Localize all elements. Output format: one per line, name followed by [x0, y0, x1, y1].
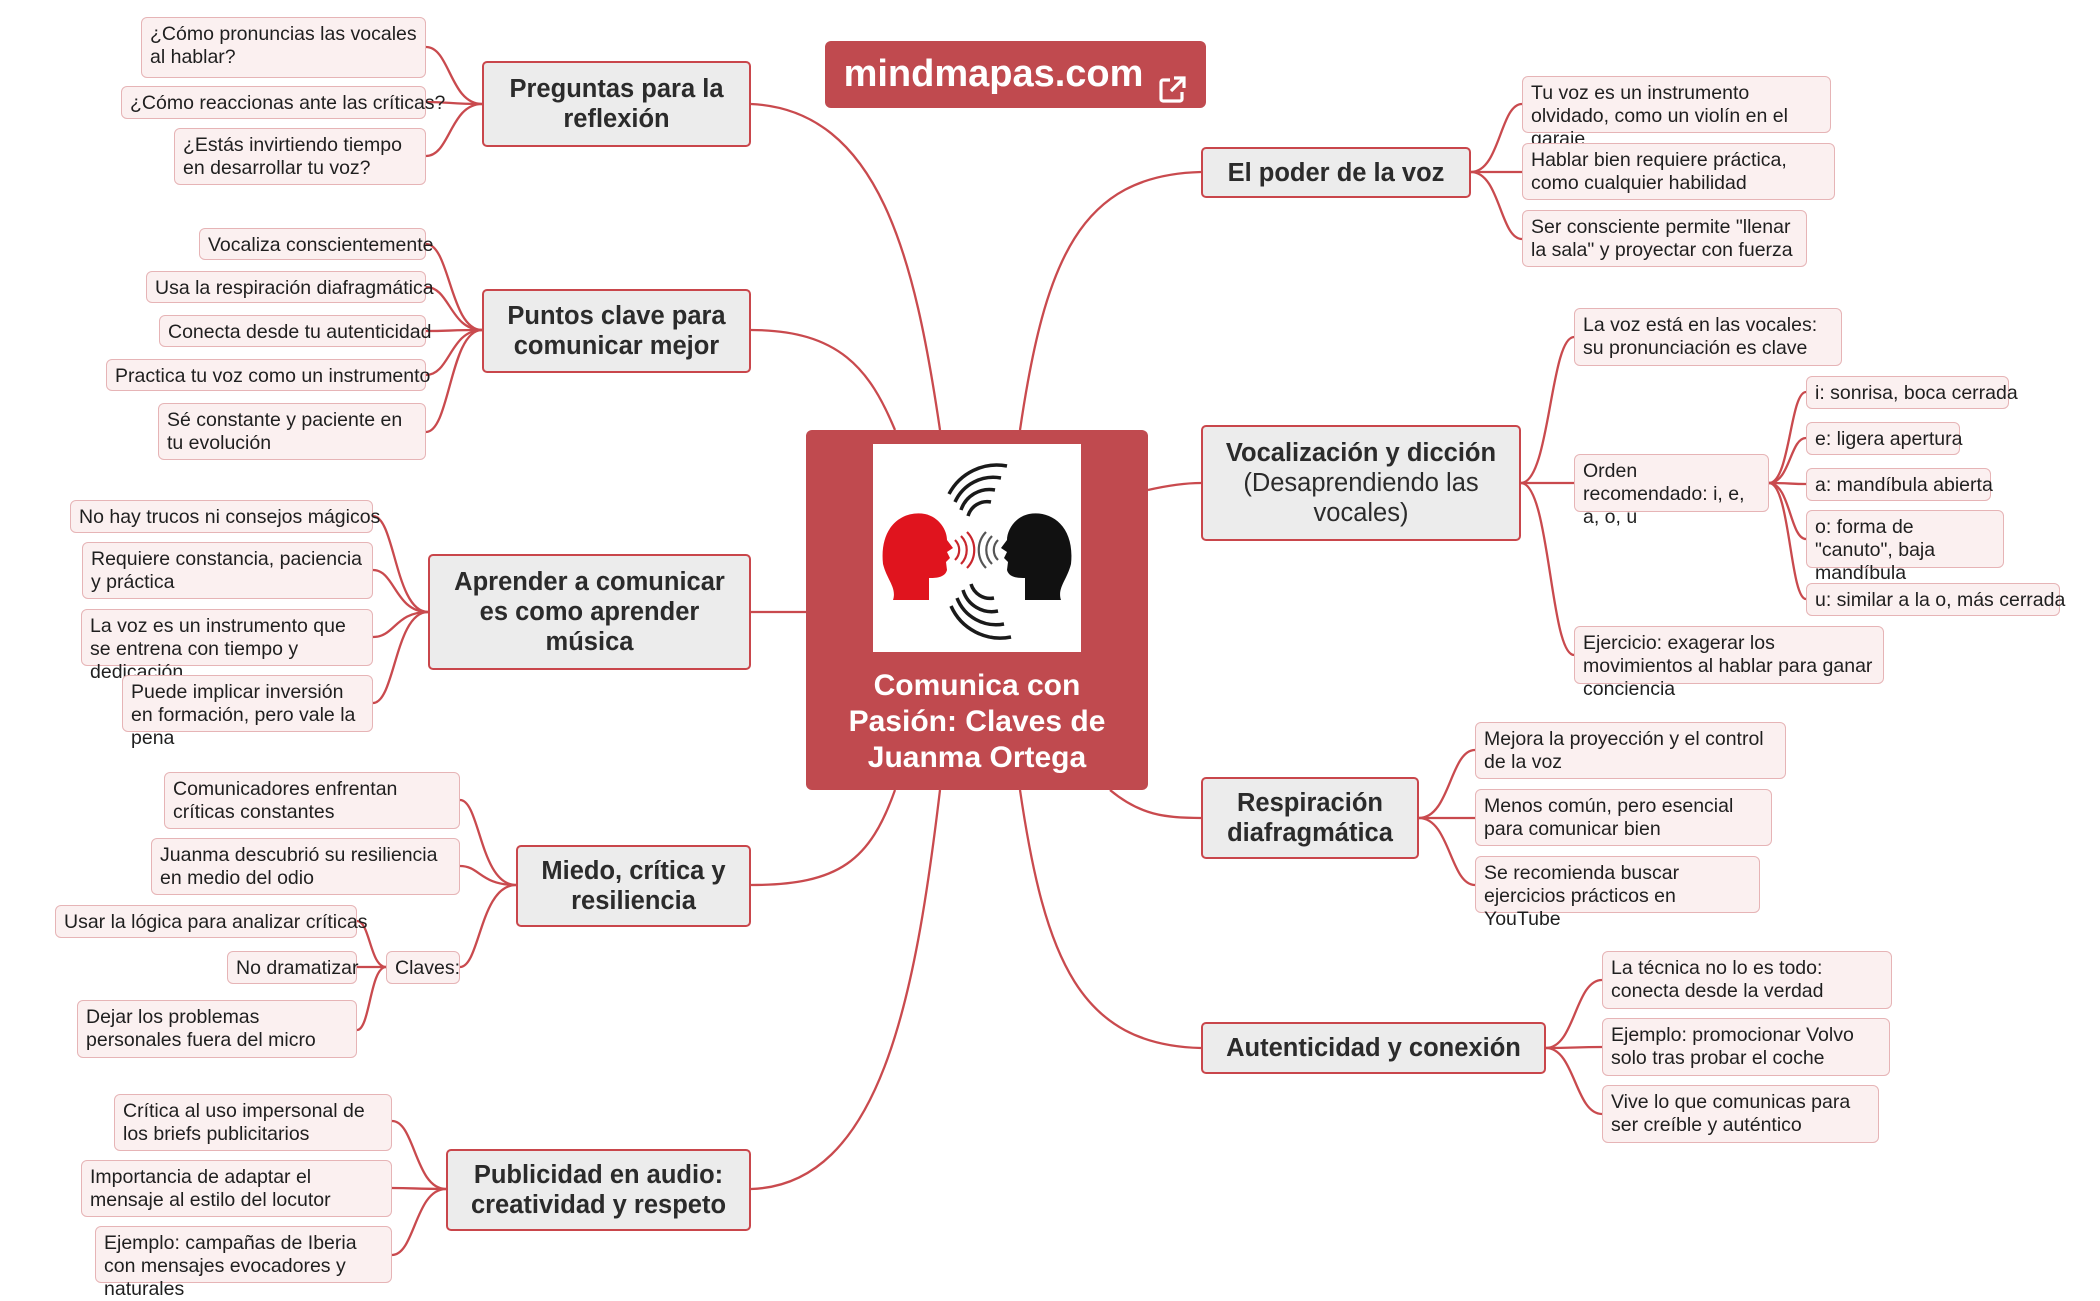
- leaf-publicidad-2[interactable]: Importancia de adaptar el mensaje al est…: [81, 1160, 392, 1217]
- leaf-vocalizacion-1[interactable]: La voz está en las vocales: su pronuncia…: [1574, 308, 1842, 366]
- leaf-respiracion-2[interactable]: Menos común, pero esencial para comunica…: [1475, 789, 1772, 846]
- leaf-preguntas-2[interactable]: ¿Cómo reaccionas ante las críticas?: [121, 86, 445, 119]
- leaf-poder-1[interactable]: Tu voz es un instrumento olvidado, como …: [1522, 76, 1831, 150]
- leaf-puntos-1[interactable]: Vocaliza conscientemente: [199, 228, 433, 260]
- branch-preguntas[interactable]: Preguntas para la reflexión: [482, 61, 751, 147]
- branch-respiracion[interactable]: Respiración diafragmática: [1201, 777, 1419, 859]
- link-central-vocalizacion: [1147, 481, 1202, 492]
- leaf-orden-a[interactable]: a: mandíbula abierta: [1806, 468, 1993, 501]
- link-central-autenticidad: [1018, 789, 1202, 1050]
- branch-label: El poder de la voz: [1227, 158, 1445, 187]
- brand-name: mindmapas.com: [843, 53, 1144, 95]
- leaf-vocalizacion-2[interactable]: Ejercicio: exagerar los movimientos al h…: [1574, 626, 1884, 700]
- orden-node[interactable]: Orden recomendado: i, e, a, o, u: [1574, 454, 1769, 528]
- branch-sublabel: (Desaprendiendo las vocales): [1243, 469, 1479, 527]
- leaf-miedo-1[interactable]: Comunicadores enfrentan críticas constan…: [164, 772, 460, 829]
- central-title-line: Pasión: Claves de: [848, 705, 1106, 738]
- leaf-puntos-3[interactable]: Conecta desde tu autenticidad: [159, 315, 431, 347]
- branch-vocalizacion[interactable]: Vocalización y dicción (Desaprendiendo l…: [1201, 425, 1521, 541]
- leaf-claves-3[interactable]: Dejar los problemas personales fuera del…: [77, 1000, 357, 1058]
- leaf-orden-e[interactable]: e: ligera apertura: [1806, 422, 1962, 455]
- central-title: Comunica con Pasión: Claves de Juanma Or…: [806, 668, 1148, 776]
- link-central-miedo: [750, 789, 897, 887]
- branch-label: Publicidad en audio: creatividad y respe…: [470, 1161, 727, 1219]
- link-central-puntos: [750, 328, 897, 431]
- external-link-icon: [1157, 60, 1187, 103]
- branch-aprender[interactable]: Aprender a comunicar es como aprender mú…: [428, 554, 751, 670]
- link-central-preguntas: [750, 102, 942, 431]
- branch-autenticidad[interactable]: Autenticidad y conexión: [1201, 1022, 1546, 1074]
- branch-label: Preguntas para la reflexión: [509, 75, 724, 133]
- branch-label: Miedo, crítica y resiliencia: [541, 857, 726, 915]
- speaking-heads-illustration: [873, 444, 1081, 652]
- leaf-miedo-2[interactable]: Juanma descubrió su resiliencia en medio…: [151, 838, 460, 895]
- leaf-claves-2[interactable]: No dramatizar: [227, 951, 358, 984]
- leaf-orden-u[interactable]: u: similar a la o, más cerrada: [1806, 583, 2065, 616]
- leaf-puntos-5[interactable]: Sé constante y paciente en tu evolución: [158, 403, 426, 460]
- leaf-poder-2[interactable]: Hablar bien requiere práctica, como cual…: [1522, 143, 1835, 200]
- branch-label: Vocalización y dicción: [1225, 439, 1497, 467]
- leaf-aprender-3[interactable]: La voz es un instrumento que se entrena …: [81, 609, 373, 683]
- branch-label: Autenticidad y conexión: [1226, 1034, 1521, 1062]
- branch-poder-voz[interactable]: El poder de la voz: [1201, 147, 1471, 198]
- link-central-respiracion: [1109, 789, 1202, 820]
- brand-link[interactable]: mindmapas.com: [825, 41, 1206, 108]
- central-title-line: Juanma Ortega: [867, 741, 1087, 774]
- leaf-preguntas-1[interactable]: ¿Cómo pronuncias las vocales al hablar?: [141, 17, 426, 78]
- leaf-orden-i[interactable]: i: sonrisa, boca cerrada: [1806, 376, 2018, 409]
- leaf-respiracion-3[interactable]: Se recomienda buscar ejercicios práctico…: [1475, 856, 1760, 930]
- leaf-aprender-4[interactable]: Puede implicar inversión en formación, p…: [122, 675, 373, 749]
- leaf-autenticidad-1[interactable]: La técnica no lo es todo: conecta desde …: [1602, 951, 1892, 1009]
- branch-label: Respiración diafragmática: [1227, 789, 1393, 847]
- leaf-puntos-2[interactable]: Usa la respiración diafragmática: [146, 271, 434, 303]
- branch-label: Puntos clave para comunicar mejor: [507, 302, 726, 360]
- central-title-line: Comunica con: [873, 669, 1081, 702]
- branch-miedo[interactable]: Miedo, crítica y resiliencia: [516, 845, 751, 927]
- claves-node[interactable]: Claves:: [386, 951, 460, 984]
- branch-label: Aprender a comunicar es como aprender mú…: [454, 568, 725, 656]
- leaf-autenticidad-2[interactable]: Ejemplo: promocionar Volvo solo tras pro…: [1602, 1018, 1890, 1076]
- leaf-aprender-1[interactable]: No hay trucos ni consejos mágicos: [70, 500, 380, 533]
- leaf-poder-3[interactable]: Ser consciente permite "llenar la sala" …: [1522, 210, 1807, 267]
- leaf-aprender-2[interactable]: Requiere constancia, paciencia y práctic…: [82, 542, 373, 599]
- leaf-puntos-4[interactable]: Practica tu voz como un instrumento: [106, 359, 430, 391]
- leaf-autenticidad-3[interactable]: Vive lo que comunicas para ser creíble y…: [1602, 1085, 1879, 1143]
- leaf-preguntas-3[interactable]: ¿Estás invirtiendo tiempo en desarrollar…: [174, 128, 426, 185]
- central-topic[interactable]: Comunica con Pasión: Claves de Juanma Or…: [806, 430, 1148, 790]
- link-central-publicidad: [750, 789, 942, 1191]
- leaf-claves-1[interactable]: Usar la lógica para analizar críticas: [55, 905, 367, 938]
- branch-puntos-clave[interactable]: Puntos clave para comunicar mejor: [482, 289, 751, 373]
- link-central-poder: [1018, 170, 1202, 431]
- leaf-respiracion-1[interactable]: Mejora la proyección y el control de la …: [1475, 722, 1786, 779]
- leaf-orden-o[interactable]: o: forma de "canuto", baja mandíbula: [1806, 510, 2004, 584]
- leaf-publicidad-3[interactable]: Ejemplo: campañas de Iberia con mensajes…: [95, 1226, 392, 1300]
- branch-publicidad[interactable]: Publicidad en audio: creatividad y respe…: [446, 1149, 751, 1231]
- leaf-publicidad-1[interactable]: Crítica al uso impersonal de los briefs …: [114, 1094, 392, 1151]
